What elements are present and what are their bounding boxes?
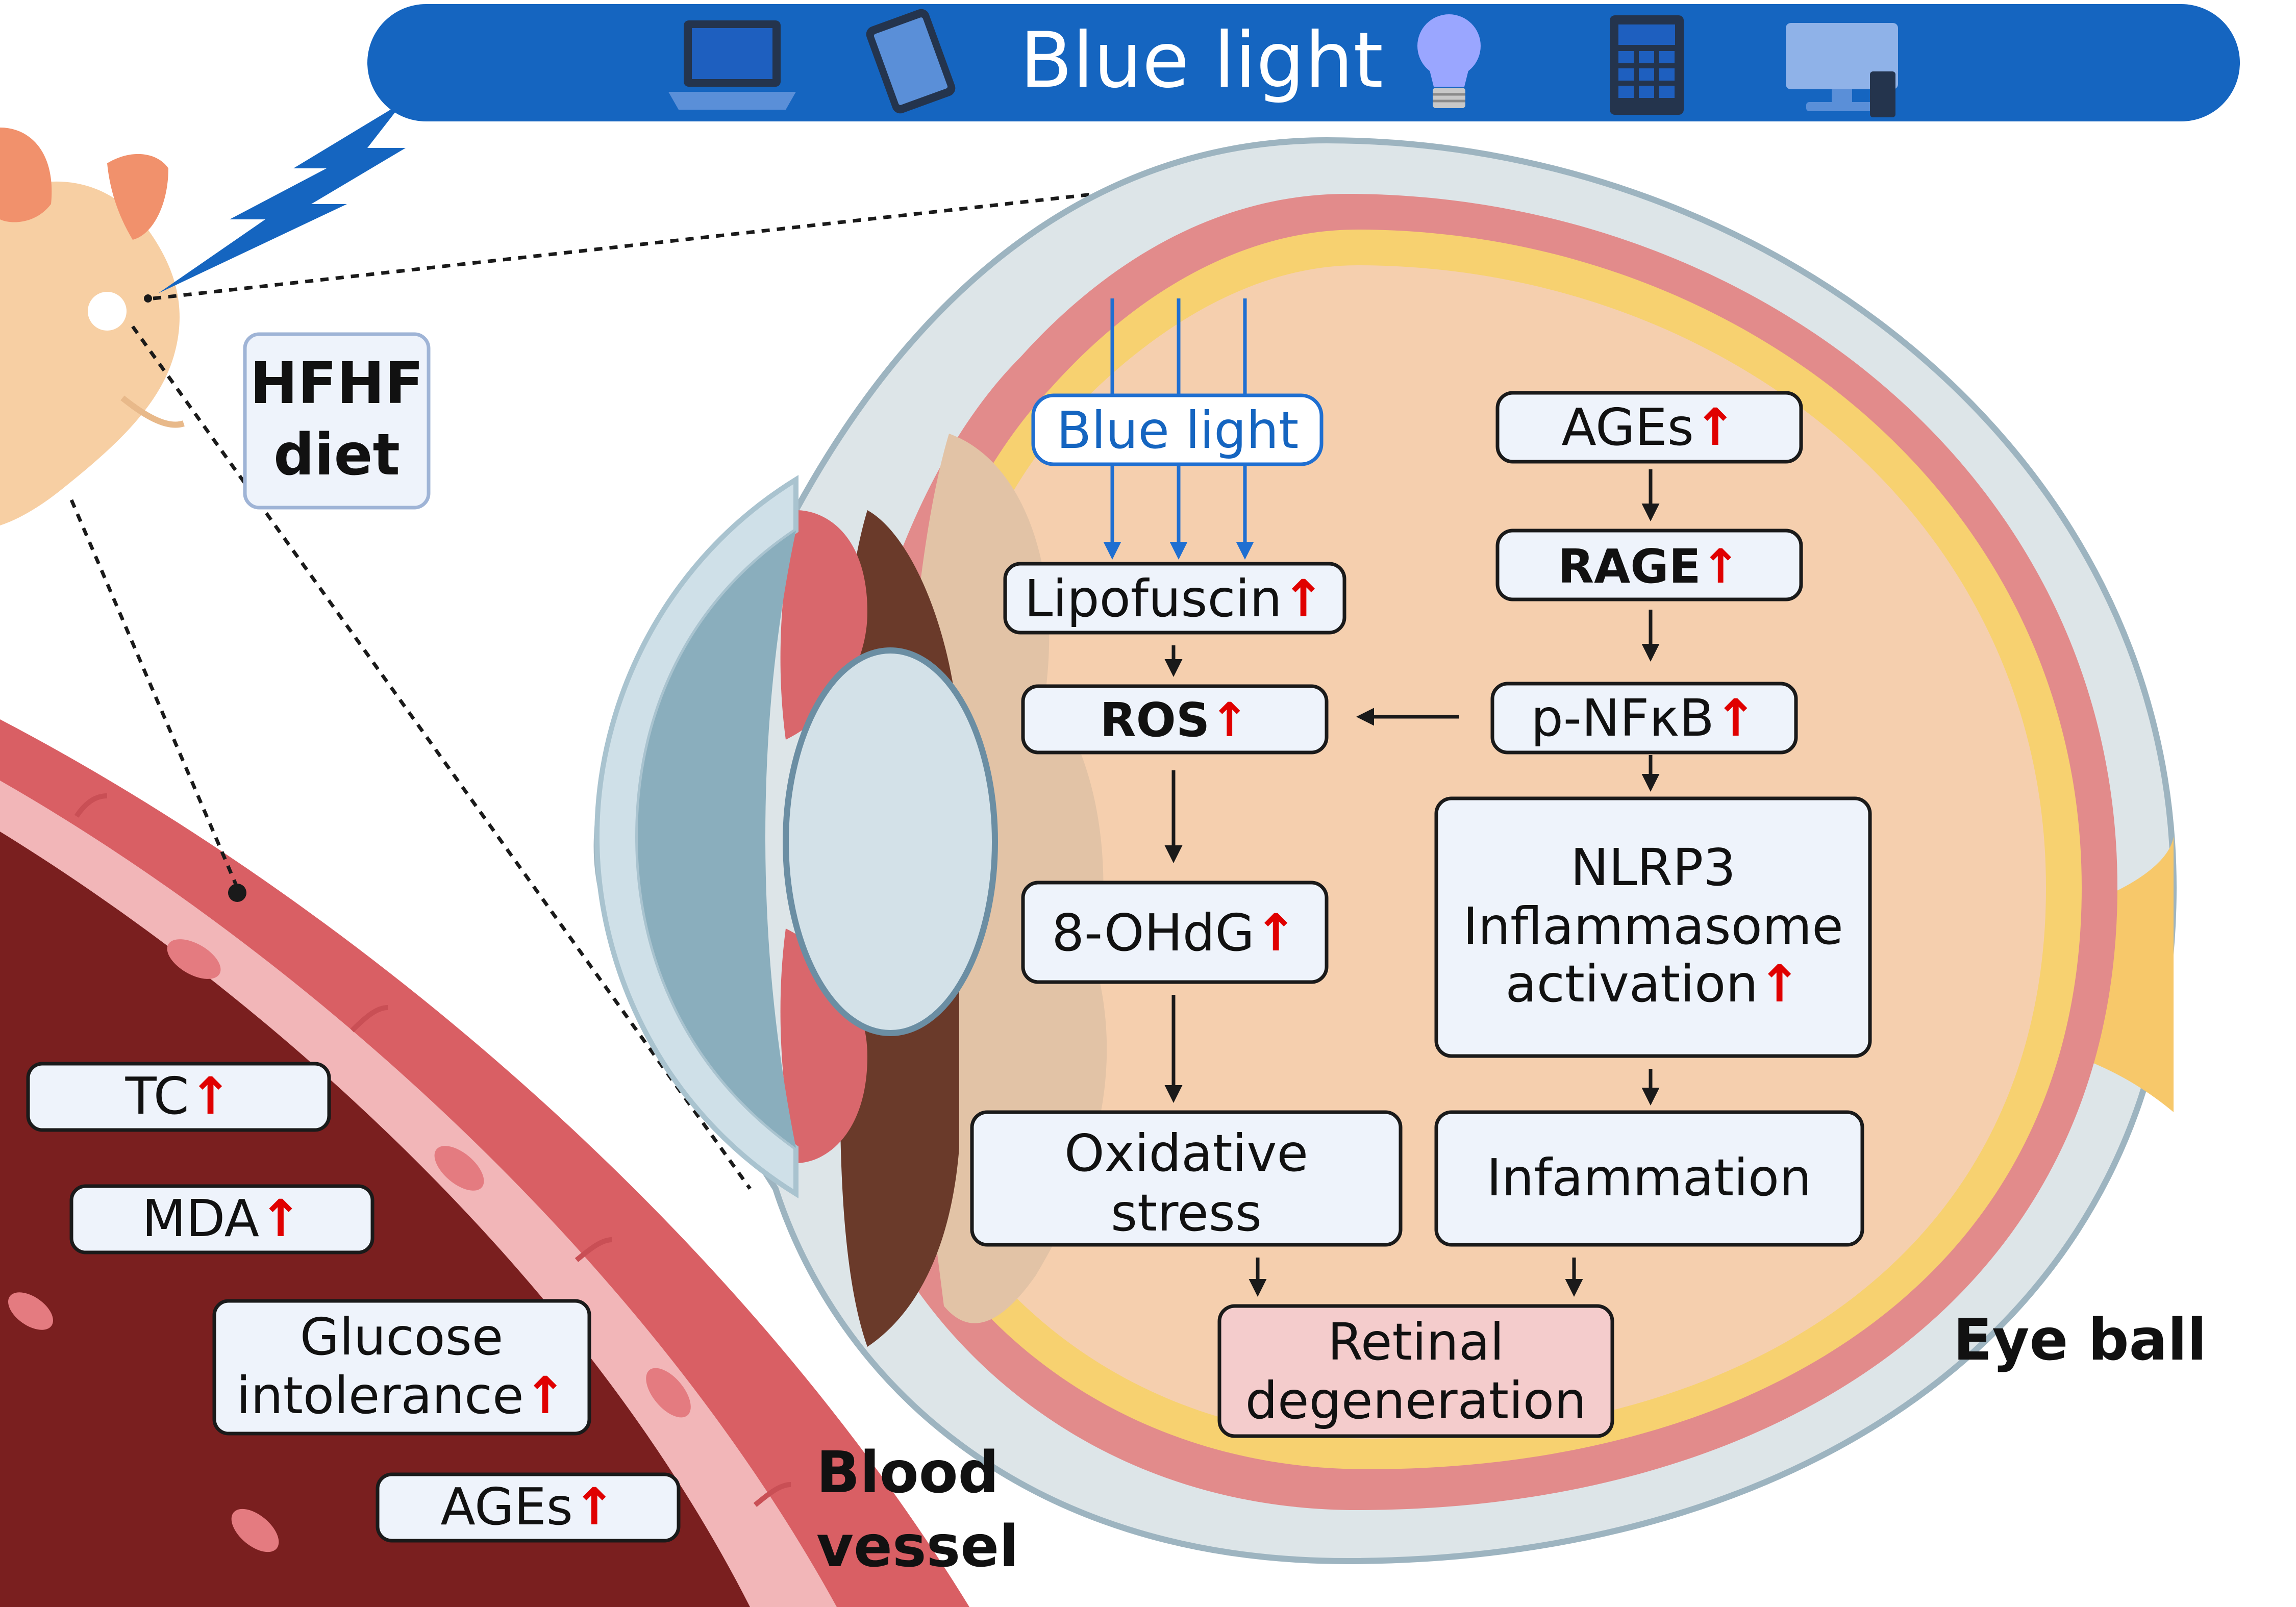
marker-tc: TC↑: [125, 1066, 232, 1126]
marker-glucose-line2: intolerance↑: [237, 1366, 567, 1425]
node-ohdg-box: [1021, 881, 1329, 984]
up-arrow-icon: ↑: [1694, 397, 1737, 457]
node-ros-box: [1021, 684, 1329, 755]
node-lipofuscin-box: [1003, 562, 1346, 635]
zoom-lines: [69, 182, 1189, 1190]
endothelial-nuclei: [8, 939, 691, 1552]
marker-glucose-line1: Glucose: [300, 1307, 503, 1367]
marker-glucose-box: [212, 1299, 591, 1436]
up-arrow-icon: ↑: [1282, 569, 1325, 629]
mouse-head: [0, 181, 180, 525]
hfhf-diet-label: HFHF diet: [243, 332, 431, 510]
marker-tc-box: [26, 1062, 331, 1132]
vessel-label-line2: vessel: [816, 1514, 1019, 1580]
node-retinal-box: [1217, 1304, 1614, 1438]
node-pnfkb-box: [1490, 682, 1798, 755]
diet-label-line1: HFHF: [250, 350, 423, 417]
vessel-label-line1: Blood: [816, 1440, 999, 1506]
blue-light-banner: Blue light: [367, 4, 2240, 121]
node-ages-box: [1495, 391, 1803, 464]
up-arrow-icon: ↑: [1255, 903, 1297, 963]
tablet-icon: [866, 9, 956, 114]
up-arrow-icon: ↑: [573, 1477, 616, 1537]
node-ages: AGEs↑: [1561, 397, 1736, 457]
node-boxes: [970, 391, 1872, 1438]
up-arrow-icon: ↑: [524, 1366, 567, 1425]
mouse-ear-left: [0, 128, 52, 222]
node-oxidative-line2: stress: [1111, 1183, 1262, 1243]
mouse-illustration: [0, 128, 185, 525]
marker-ages-box: [376, 1472, 681, 1543]
node-pnfkb: p-NFκB↑: [1531, 688, 1757, 748]
node-blue-light-box: [1031, 393, 1324, 466]
node-nlrp3-box: [1434, 796, 1872, 1058]
pathway-arrows: [1164, 469, 1660, 1297]
up-arrow-icon: ↑: [1758, 954, 1801, 1014]
monitor-icon: [1786, 23, 1898, 117]
node-retinal-line1: Retinal: [1328, 1312, 1504, 1372]
up-arrow-icon: ↑: [1701, 539, 1740, 594]
lightning-bolt-icon: [158, 102, 406, 293]
marker-mda-box: [69, 1184, 375, 1254]
node-ohdg: 8-OHdG↑: [1052, 903, 1297, 963]
mouse-eye: [88, 292, 127, 331]
vessel-zoom-point: [228, 884, 246, 902]
node-oxidative-line1: Oxidative: [1064, 1123, 1308, 1183]
eye-ball-label: Eye ball: [1953, 1307, 2207, 1373]
up-arrow-icon: ↑: [189, 1066, 232, 1126]
endothelial-cell-borders: [74, 793, 791, 1507]
calculator-icon: [1610, 15, 1684, 115]
node-lipofuscin: Lipofuscin↑: [1025, 569, 1325, 629]
banner-title: Blue light: [1020, 16, 1383, 105]
eye-zoom-point: [144, 294, 152, 303]
anterior-chamber: [638, 531, 796, 1148]
zoom-line-eye-top: [153, 182, 1189, 300]
up-arrow-icon: ↑: [1210, 693, 1249, 747]
node-nlrp3-line3: activation↑: [1505, 954, 1801, 1014]
node-ros: ROS↑: [1100, 693, 1249, 747]
marker-ages: AGEs↑: [440, 1477, 615, 1537]
node-rage-box: [1495, 529, 1803, 601]
node-oxidative-box: [970, 1110, 1403, 1247]
eye-lens: [783, 647, 998, 1036]
mouse-mouth: [120, 395, 185, 428]
node-inflammation: Infammation: [1486, 1148, 1811, 1208]
up-arrow-icon: ↑: [259, 1189, 302, 1248]
mouse-ear-right: [107, 154, 168, 240]
node-retinal-line2: degeneration: [1245, 1371, 1587, 1430]
node-rage: RAGE↑: [1558, 539, 1740, 594]
banner-background: [367, 4, 2240, 121]
up-arrow-icon: ↑: [1714, 688, 1757, 748]
node-inflammation-box: [1434, 1110, 1864, 1247]
node-nlrp3-line1: NLRP3: [1570, 838, 1736, 897]
light-bulb-icon: [1417, 14, 1481, 108]
node-blue-light: Blue light: [1057, 400, 1299, 460]
diet-label-line2: diet: [273, 422, 400, 488]
blood-marker-boxes: [26, 1062, 681, 1543]
marker-mda: MDA↑: [142, 1189, 302, 1248]
laptop-icon: [668, 20, 796, 110]
eye-cornea: [594, 475, 798, 1198]
node-nlrp3-line2: Inflammasome: [1463, 896, 1843, 956]
